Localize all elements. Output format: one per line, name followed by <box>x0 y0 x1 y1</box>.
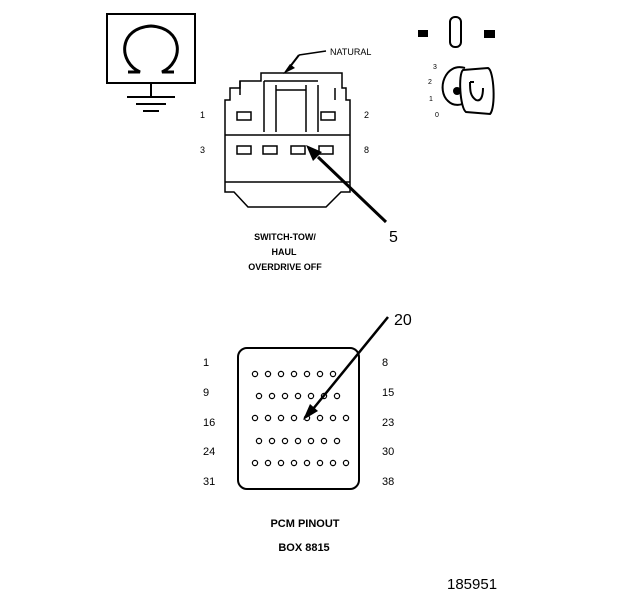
switch-caption-line-1: SWITCH-TOW/ <box>254 232 316 242</box>
callout-5-arrow <box>306 145 388 224</box>
pcm-pin-cavity <box>320 392 328 400</box>
switch-connector <box>224 72 351 208</box>
pcm-pin-cavity <box>307 392 315 400</box>
pcm-pin-cavity <box>329 459 337 467</box>
pcm-pin-cavity <box>316 370 324 378</box>
pcm-pin-cavity <box>255 437 263 445</box>
pcm-pin-cavity <box>255 392 263 400</box>
pcm-pin-cavity <box>303 370 311 378</box>
pcm-caption-line-1: PCM PINOUT <box>270 518 339 530</box>
switch-pin-8: 8 <box>364 145 369 155</box>
pcm-pin-cavity <box>264 414 272 422</box>
callout-20: 20 <box>394 312 412 329</box>
pcm-pin-cavity <box>316 459 324 467</box>
pcm-right-pin-15: 15 <box>382 387 394 399</box>
switch-pin-2: 2 <box>364 110 369 120</box>
pcm-left-pin-24: 24 <box>203 446 215 458</box>
pcm-pin-cavity <box>277 370 285 378</box>
pcm-pin-cavity <box>294 437 302 445</box>
pcm-pin-cavity <box>281 392 289 400</box>
pcm-pin-cavity <box>333 437 341 445</box>
pcm-left-pin-16: 16 <box>203 417 215 429</box>
pcm-pin-cavity <box>303 459 311 467</box>
callout-5: 5 <box>389 229 398 246</box>
pcm-right-pin-23: 23 <box>382 417 394 429</box>
pcm-pin-cavity <box>307 437 315 445</box>
ohmmeter-icon <box>106 13 196 84</box>
pcm-connector-body <box>237 347 360 490</box>
ground-icon <box>127 83 175 112</box>
pcm-right-pin-30: 30 <box>382 446 394 458</box>
ignition-position-1: 1 <box>429 96 433 103</box>
ignition-position-2: 2 <box>428 79 432 86</box>
pcm-pin-cavity <box>342 414 350 422</box>
pcm-pin-cavity <box>251 414 259 422</box>
pcm-pin-cavity <box>277 414 285 422</box>
pcm-pin-cavity <box>268 392 276 400</box>
pcm-pin-cavity <box>281 437 289 445</box>
ignition-position-3: 3 <box>433 64 437 71</box>
switch-caption-line-2: HAUL <box>272 247 297 257</box>
switch-caption-line-3: OVERDRIVE OFF <box>248 262 322 272</box>
pcm-pin-cavity <box>264 459 272 467</box>
pcm-right-pin-38: 38 <box>382 476 394 488</box>
ignition-position-0: 0 <box>435 112 439 119</box>
pcm-pin-cavity <box>251 370 259 378</box>
figure-number: 185951 <box>447 576 497 593</box>
pcm-pin-cavity <box>294 392 302 400</box>
switch-pin-1: 1 <box>200 110 205 120</box>
pcm-pin-cavity <box>329 414 337 422</box>
pcm-pin-cavity <box>290 414 298 422</box>
pcm-pin-cavity <box>333 392 341 400</box>
callout-20-arrow <box>303 316 389 420</box>
pcm-pin-cavity <box>290 370 298 378</box>
pcm-right-pin-8: 8 <box>382 357 388 369</box>
pcm-pin-cavity <box>320 437 328 445</box>
pcm-pin-cavity <box>251 459 259 467</box>
pcm-pin-cavity <box>264 370 272 378</box>
pcm-pin-cavity <box>342 459 350 467</box>
pcm-pin-cavity <box>290 459 298 467</box>
pcm-left-pin-9: 9 <box>203 387 209 399</box>
pcm-pin-cavity <box>329 370 337 378</box>
pcm-pin-cavity <box>277 459 285 467</box>
pcm-pin-cavity <box>268 437 276 445</box>
pcm-pin-grid <box>251 370 350 467</box>
natural-wire-leader <box>283 50 327 74</box>
wire-color-label: NATURAL <box>330 47 371 57</box>
switch-pin-3: 3 <box>200 145 205 155</box>
pcm-caption-line-2: BOX 8815 <box>278 542 329 554</box>
ignition-key-icon: 3 2 1 0 <box>418 16 495 119</box>
pcm-pin-cavity <box>316 414 324 422</box>
pcm-left-pin-1: 1 <box>203 357 209 369</box>
pcm-left-pin-31: 31 <box>203 476 215 488</box>
